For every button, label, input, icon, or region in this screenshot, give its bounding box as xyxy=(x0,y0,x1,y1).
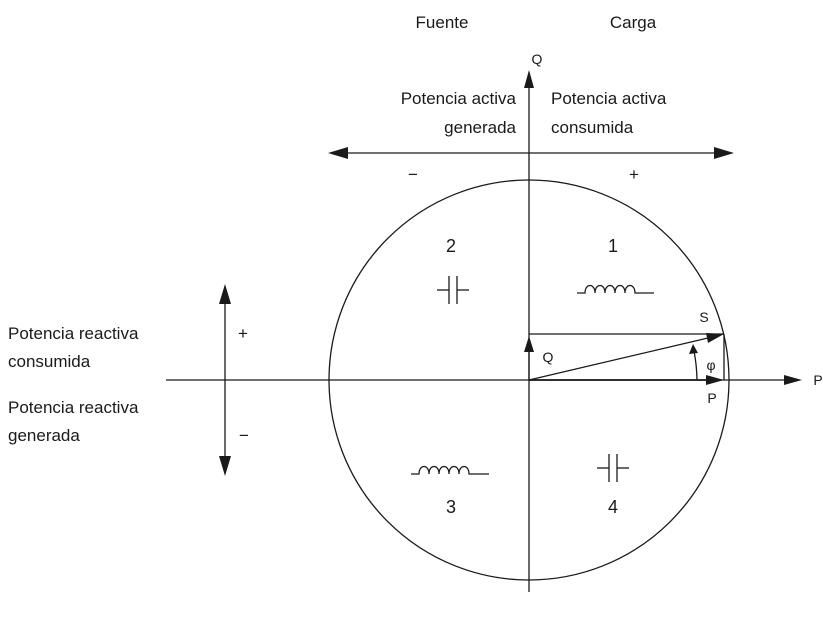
phi-angle-arrowhead xyxy=(689,344,698,354)
quadrant-1-number: 1 xyxy=(608,236,618,256)
label-reactive-consumed-2: consumida xyxy=(8,352,91,371)
label-reactive-generated-1: Potencia reactiva xyxy=(8,398,139,417)
label-active-consumed-2: consumida xyxy=(551,118,634,137)
reactive-arrow-bottom-head xyxy=(219,456,231,476)
label-minus-left: − xyxy=(239,426,249,445)
capacitor-icon-quadrant-4 xyxy=(597,454,629,482)
inductor-icon-quadrant-3 xyxy=(411,465,489,475)
q-axis-arrowhead xyxy=(524,70,534,88)
label-plus-top: + xyxy=(629,165,639,184)
p-axis-arrowhead xyxy=(784,375,802,385)
label-q-axis: Q xyxy=(532,51,543,67)
active-arrow-right-head xyxy=(714,147,734,159)
phi-angle-arc xyxy=(693,350,698,381)
label-reactive-generated-2: generada xyxy=(8,426,80,445)
label-minus-top: − xyxy=(408,165,418,184)
inductor-icon-quadrant-1 xyxy=(577,284,654,294)
label-p-axis: P xyxy=(813,372,822,388)
label-carga: Carga xyxy=(610,13,657,32)
s-vector-arrowhead xyxy=(706,333,724,343)
s-vector-line xyxy=(528,337,709,381)
label-active-generated-1: Potencia activa xyxy=(401,89,517,108)
angle-phi-label: φ xyxy=(706,357,715,373)
label-plus-left: + xyxy=(238,324,248,343)
q-component-arrowhead xyxy=(524,336,534,352)
active-arrow-left-head xyxy=(328,147,348,159)
p-vector-arrowhead xyxy=(706,375,724,385)
vector-s-label: S xyxy=(699,309,708,325)
vector-q-label: Q xyxy=(543,349,554,365)
reactive-arrow-top-head xyxy=(219,284,231,304)
quadrant-2-number: 2 xyxy=(446,236,456,256)
label-active-generated-2: generada xyxy=(444,118,516,137)
capacitor-icon-quadrant-2 xyxy=(437,276,469,304)
label-fuente: Fuente xyxy=(416,13,469,32)
quadrant-3-number: 3 xyxy=(446,497,456,517)
quadrant-4-number: 4 xyxy=(608,497,618,517)
label-reactive-consumed-1: Potencia reactiva xyxy=(8,324,139,343)
label-active-consumed-1: Potencia activa xyxy=(551,89,667,108)
vector-p-label: P xyxy=(707,390,716,406)
